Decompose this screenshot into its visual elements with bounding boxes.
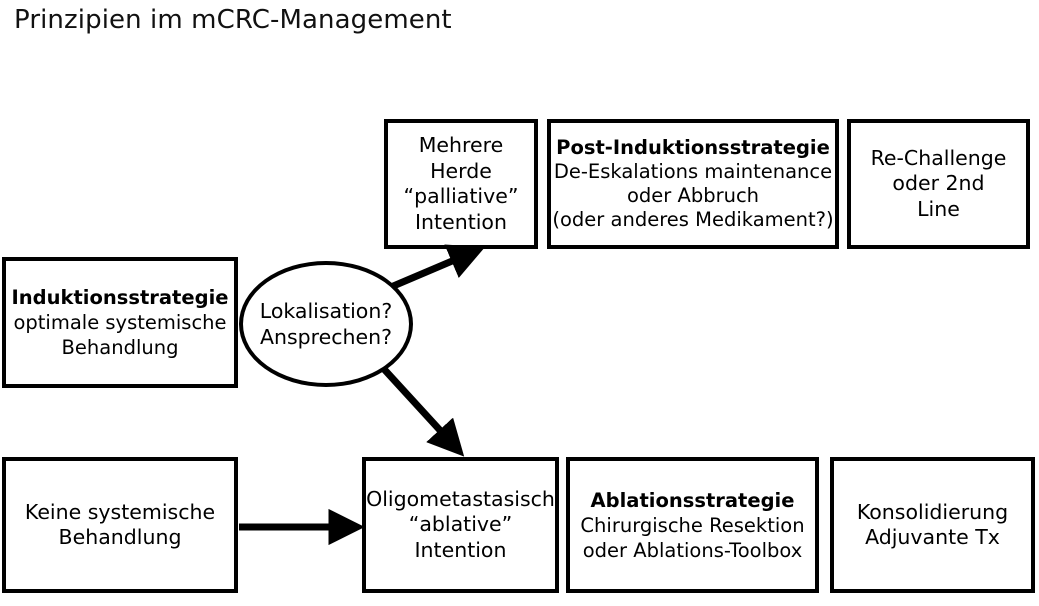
node-heading: Ablationsstrategie: [590, 488, 795, 512]
node-line: oder Ablations-Toolbox: [582, 538, 803, 562]
node-line: (oder anderes Medikament?): [552, 208, 834, 231]
edge-lokalisation-to-oligometastasisch: [380, 365, 465, 457]
node-line: Line: [917, 196, 960, 221]
node-mehrere-herde[interactable]: Mehrere Herde “palliative” Intention: [384, 119, 538, 249]
node-line: Re-Challenge: [870, 145, 1007, 170]
node-induktionsstrategie[interactable]: Induktionsstrategie optimale systemische…: [2, 257, 238, 388]
node-line: Herde: [430, 158, 492, 183]
node-line: Chirurgische Resektion: [580, 513, 805, 537]
node-line: oder 2nd: [892, 171, 985, 196]
node-line: Oligometastasisch: [366, 486, 555, 511]
node-line: “palliative”: [403, 184, 519, 208]
node-keine-systemische-behandlung[interactable]: Keine systemische Behandlung: [2, 457, 238, 593]
node-line: Behandlung: [58, 525, 182, 549]
node-line: oder Abbruch: [626, 184, 760, 207]
node-oligometastasisch[interactable]: Oligometastasisch “ablative” Intention: [362, 457, 559, 593]
node-post-induktionsstrategie[interactable]: Post-Induktionsstrategie De-Eskalations …: [547, 119, 839, 249]
node-line: Adjuvante Tx: [865, 525, 1000, 549]
node-line: Intention: [415, 209, 507, 234]
node-line: Lokalisation?: [259, 299, 393, 323]
node-re-challenge[interactable]: Re-Challenge oder 2nd Line: [847, 119, 1030, 249]
node-heading: Induktionsstrategie: [11, 286, 229, 309]
page-title: Prinzipien im mCRC-Management: [14, 5, 452, 35]
node-line: Konsolidierung: [856, 499, 1009, 524]
node-line: Intention: [414, 537, 507, 562]
node-line: Keine systemische: [24, 499, 216, 524]
node-heading: Post-Induktionsstrategie: [556, 136, 830, 159]
node-line: “ablative”: [408, 512, 513, 537]
node-ablationsstrategie[interactable]: Ablationsstrategie Chirurgische Resektio…: [566, 457, 819, 593]
node-line: Behandlung: [61, 336, 179, 359]
edge-lokalisation-to-mehrere-herde: [389, 244, 486, 291]
node-line: Ansprechen?: [259, 325, 393, 349]
node-lokalisation-decision[interactable]: Lokalisation? Ansprechen?: [239, 261, 413, 387]
node-line: optimale systemische: [13, 311, 227, 334]
node-line: De-Eskalations maintenance: [553, 160, 833, 183]
node-line: Mehrere: [418, 133, 504, 157]
node-konsolidierung[interactable]: Konsolidierung Adjuvante Tx: [830, 457, 1035, 593]
